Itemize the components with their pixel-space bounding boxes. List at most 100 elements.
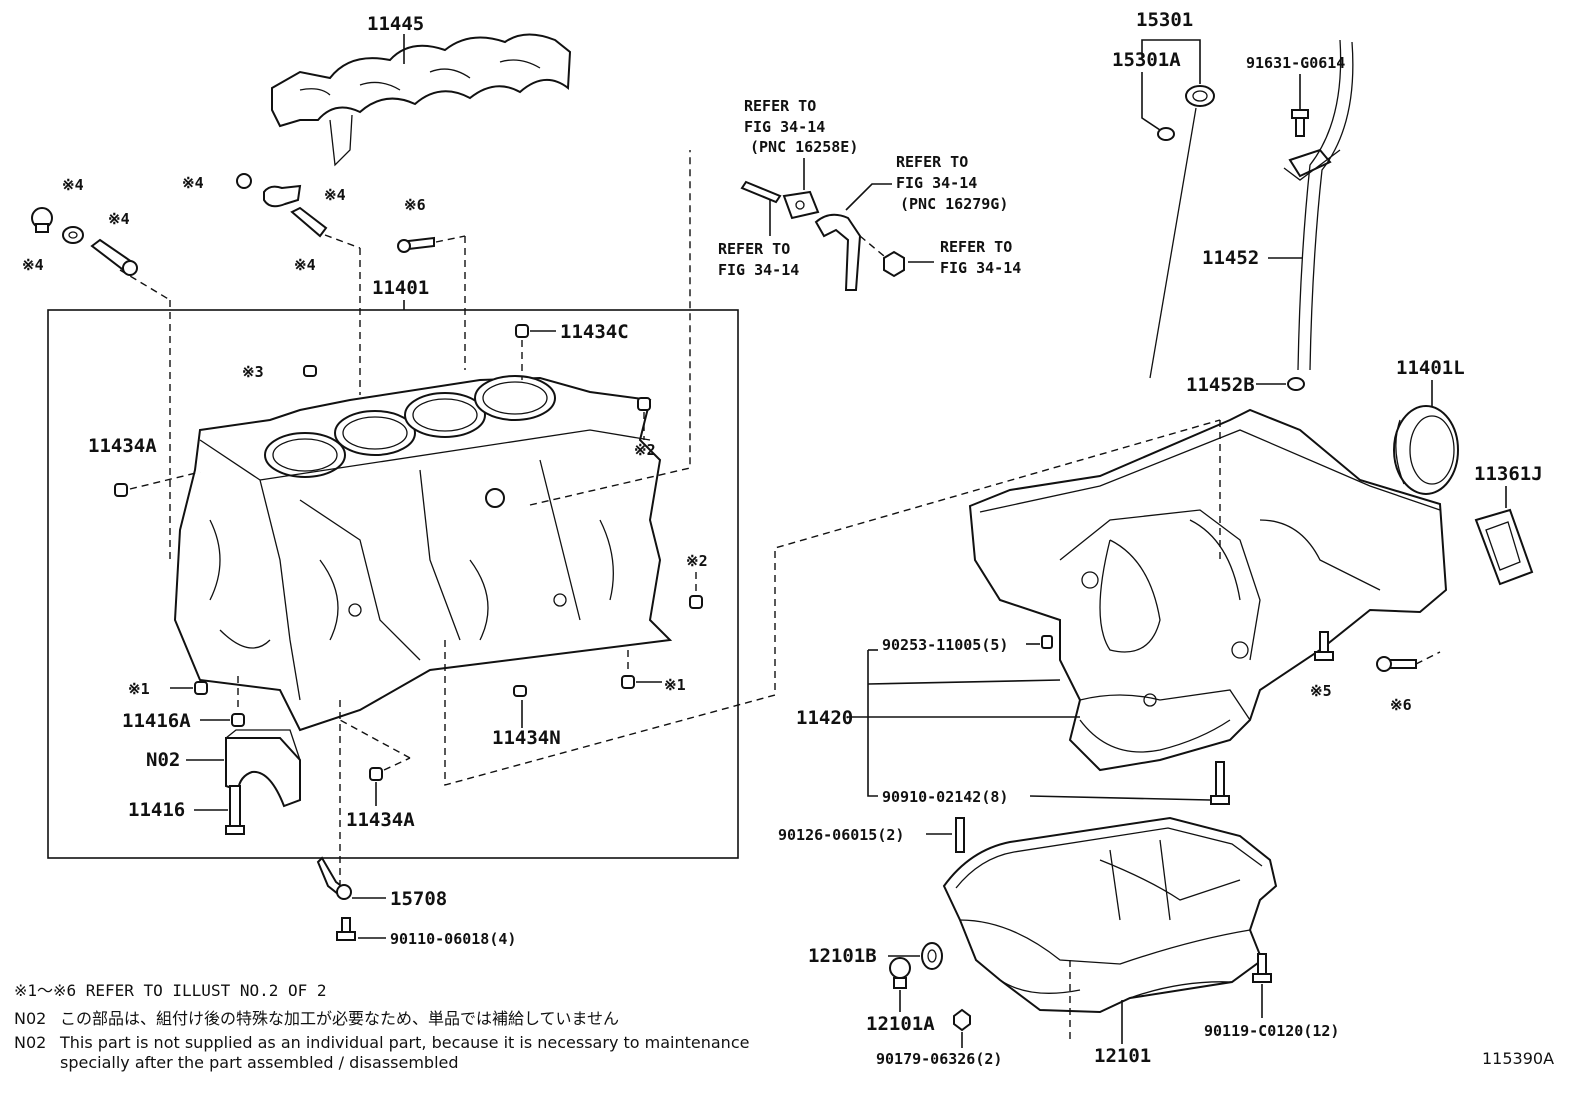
hardware-top-left bbox=[31, 173, 435, 276]
label-11420: 11420 bbox=[796, 707, 853, 729]
pin-mark-1b bbox=[621, 675, 635, 689]
note-line-2: この部品は、組付け後の特殊な加工が必要なため、単品では補給していません bbox=[60, 1009, 619, 1028]
refer-4-line2: FIG 34-14 bbox=[940, 259, 1021, 277]
pin-mark-2a bbox=[637, 397, 651, 411]
label-11416: 11416 bbox=[128, 799, 185, 821]
mark-4c: ※4 bbox=[108, 210, 130, 228]
dowel-11434A-left bbox=[114, 483, 128, 497]
o-ring-11452B bbox=[1287, 377, 1305, 391]
label-90910: 90910-02142(8) bbox=[882, 788, 1008, 806]
label-N02: N02 bbox=[146, 749, 180, 771]
insulator-11445 bbox=[271, 33, 572, 167]
pin-mark-3 bbox=[303, 365, 317, 377]
mark-6b: ※6 bbox=[1390, 696, 1412, 714]
flange-16258E bbox=[782, 190, 820, 220]
label-11445: 11445 bbox=[367, 13, 424, 35]
note-line-4: specially after the part assembled / dis… bbox=[60, 1053, 459, 1072]
dowel-11434C bbox=[515, 324, 529, 338]
mark-2b: ※2 bbox=[686, 552, 708, 570]
label-12101A: 12101A bbox=[866, 1013, 935, 1035]
refer-1-line1: REFER TO bbox=[744, 97, 816, 115]
label-11434A-bottom: 11434A bbox=[346, 809, 415, 831]
refer-block-3: REFER TO FIG 34-14 bbox=[718, 240, 799, 279]
plate-11361J bbox=[1474, 508, 1534, 586]
dowel-11416A bbox=[231, 713, 245, 727]
label-12101: 12101 bbox=[1094, 1045, 1151, 1067]
bolt-11416 bbox=[225, 785, 245, 835]
illustration-id: 115390A bbox=[1482, 1049, 1554, 1068]
label-15708: 15708 bbox=[390, 888, 447, 910]
gasket-12101B bbox=[921, 942, 943, 970]
refer-2-line1: REFER TO bbox=[896, 153, 968, 171]
o-ring-15301A bbox=[1157, 127, 1175, 141]
refer-3-line1: REFER TO bbox=[718, 240, 790, 258]
label-15301A: 15301A bbox=[1112, 49, 1181, 71]
bolt-90110 bbox=[336, 917, 356, 941]
stud-90126 bbox=[955, 817, 965, 853]
mark-4a: ※4 bbox=[62, 176, 84, 194]
oil-seal-11401L bbox=[1393, 405, 1459, 495]
label-90253: 90253-11005(5) bbox=[882, 636, 1008, 654]
note-line-3-code: N02 bbox=[14, 1033, 46, 1052]
label-11401: 11401 bbox=[372, 277, 429, 299]
label-11434N: 11434N bbox=[492, 727, 561, 749]
refer-3-line2: FIG 34-14 bbox=[718, 261, 799, 279]
mark-3: ※3 bbox=[242, 363, 264, 381]
bolt-mark-5 bbox=[1314, 631, 1334, 661]
label-11434C: 11434C bbox=[560, 321, 629, 343]
refer-block-4: REFER TO FIG 34-14 bbox=[940, 238, 1021, 277]
label-91631: 91631-G0614 bbox=[1246, 54, 1345, 72]
oil-nozzle-15708 bbox=[316, 856, 352, 900]
pin-mark-1a bbox=[194, 681, 208, 695]
refer-block-1: REFER TO FIG 34-14 (PNC 16258E) bbox=[744, 97, 858, 156]
mark-1b: ※1 bbox=[664, 676, 686, 694]
note-line-1: ※1～※6 REFER TO ILLUST NO.2 OF 2 bbox=[14, 981, 327, 1000]
refer-2-line3: (PNC 16279G) bbox=[900, 195, 1008, 213]
label-11416A: 11416A bbox=[122, 710, 191, 732]
refer-4-line1: REFER TO bbox=[940, 238, 1012, 256]
bolt-90910 bbox=[1210, 761, 1230, 805]
nut-90179 bbox=[953, 1008, 971, 1032]
mark-2a: ※2 bbox=[634, 441, 656, 459]
mark-4e: ※4 bbox=[324, 186, 346, 204]
cylinder-block-11401 bbox=[173, 375, 673, 732]
dowel-11434A-bottom bbox=[369, 767, 383, 781]
mark-1a: ※1 bbox=[128, 680, 150, 698]
pin-90253 bbox=[1041, 635, 1053, 649]
label-90110: 90110-06018(4) bbox=[390, 930, 516, 948]
guide-tube-11452 bbox=[1283, 39, 1354, 371]
refer-2-line2: FIG 34-14 bbox=[896, 174, 977, 192]
mark-5: ※5 bbox=[1310, 682, 1332, 700]
stud-refer bbox=[740, 180, 782, 204]
label-12101B: 12101B bbox=[808, 945, 877, 967]
refer-block-2: REFER TO FIG 34-14 (PNC 16279G) bbox=[896, 153, 1008, 213]
mark-4b: ※4 bbox=[22, 256, 44, 274]
drain-plug-12101A bbox=[889, 957, 911, 989]
mark-4f: ※4 bbox=[294, 256, 316, 274]
cylinder-block-group-frame bbox=[47, 309, 739, 859]
refer-1-line3: (PNC 16258E) bbox=[750, 138, 858, 156]
note-line-3: This part is not supplied as an individu… bbox=[59, 1033, 749, 1052]
label-11401L: 11401L bbox=[1396, 357, 1465, 379]
water-pipe-16279G bbox=[814, 213, 862, 291]
label-11361J: 11361J bbox=[1474, 463, 1543, 485]
dowel-11434N bbox=[513, 685, 527, 697]
crankcase-11420 bbox=[968, 408, 1448, 772]
label-11434A-left: 11434A bbox=[88, 435, 157, 457]
mark-6a: ※6 bbox=[404, 196, 426, 214]
bolt-91631 bbox=[1291, 109, 1309, 137]
label-11452B: 11452B bbox=[1186, 374, 1255, 396]
oil-level-gauge-15301 bbox=[1149, 85, 1215, 379]
label-90179: 90179-06326(2) bbox=[876, 1050, 1002, 1068]
label-90119: 90119-C0120(12) bbox=[1204, 1022, 1339, 1040]
refer-1-line2: FIG 34-14 bbox=[744, 118, 825, 136]
label-15301: 15301 bbox=[1136, 9, 1193, 31]
nut-refer bbox=[883, 250, 905, 278]
bolt-90119 bbox=[1252, 953, 1272, 983]
pin-mark-2b bbox=[689, 595, 703, 609]
label-11452: 11452 bbox=[1202, 247, 1259, 269]
oil-pan-12101 bbox=[942, 816, 1278, 1014]
label-90126: 90126-06015(2) bbox=[778, 826, 904, 844]
bolt-mark-6b bbox=[1376, 656, 1417, 672]
